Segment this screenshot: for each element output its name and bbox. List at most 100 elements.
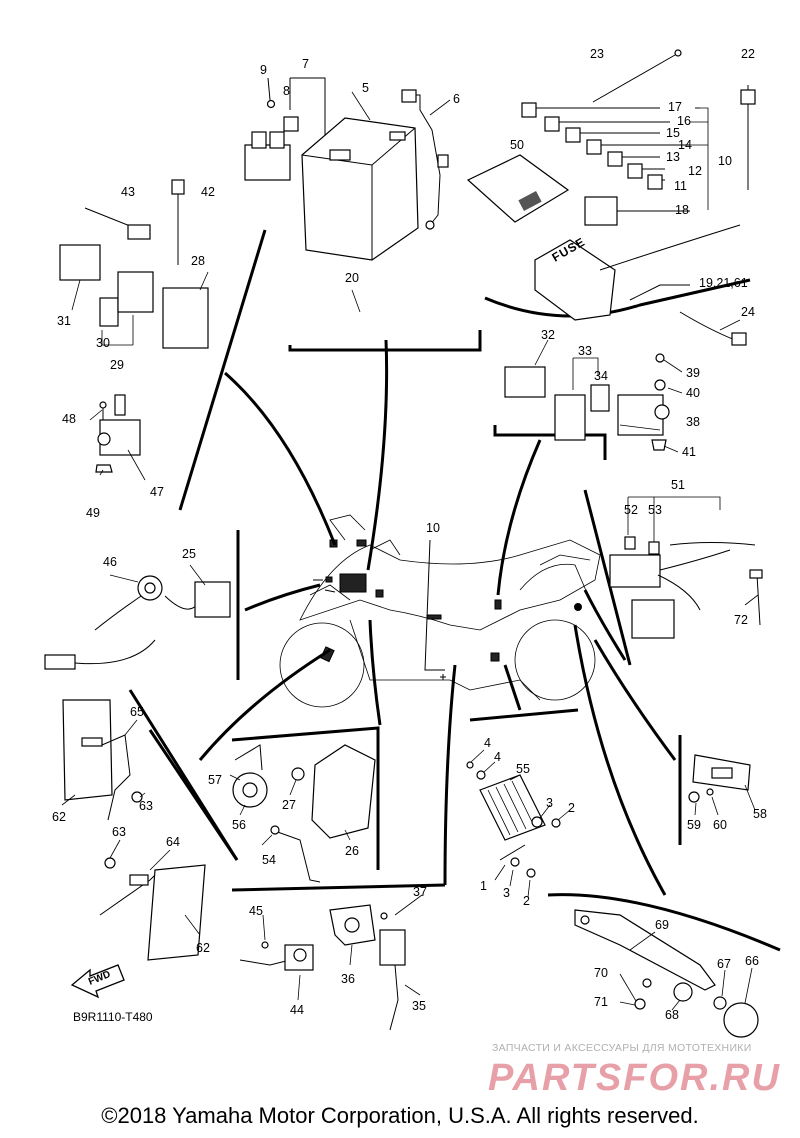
- callout-2-lower: 2: [523, 894, 530, 908]
- callout-17: 17: [668, 100, 682, 114]
- callout-12: 12: [688, 164, 702, 178]
- callout-40: 40: [686, 386, 700, 400]
- callout-70: 70: [594, 966, 608, 980]
- callout-42: 42: [201, 185, 215, 199]
- callout-56: 56: [232, 818, 246, 832]
- callout-69: 69: [655, 918, 669, 932]
- fuse-group: [466, 49, 756, 346]
- watermark-logo: PARTSFOR.RU: [488, 1057, 781, 1098]
- right-mid-group: [504, 353, 670, 451]
- callout-4-lower: 4: [494, 750, 501, 764]
- fwd-arrow: FWD: [70, 964, 125, 999]
- bottom-sensor-group: [239, 904, 406, 1031]
- callout-64: 64: [166, 835, 180, 849]
- callout-71: 71: [594, 995, 608, 1009]
- callout-52: 52: [624, 503, 638, 517]
- callout-39: 39: [686, 366, 700, 380]
- callout-45: 45: [249, 904, 263, 918]
- callout-23: 23: [590, 47, 604, 61]
- callout-25: 25: [182, 547, 196, 561]
- callout-66: 66: [745, 954, 759, 968]
- callout-62-lower: 62: [196, 941, 210, 955]
- callout-26: 26: [345, 844, 359, 858]
- battery: [301, 89, 449, 261]
- callout-29: 29: [110, 358, 124, 372]
- callout-6: 6: [453, 92, 460, 106]
- callout-28: 28: [191, 254, 205, 268]
- harness-group: [609, 496, 763, 639]
- callout-50: 50: [510, 138, 524, 152]
- callout-4-upper: 4: [484, 736, 491, 750]
- callout-49: 49: [86, 506, 100, 520]
- callout-11: 11: [674, 179, 687, 193]
- leader-lines: [61, 91, 759, 1011]
- callout-58: 58: [753, 807, 767, 821]
- callout-30: 30: [96, 336, 110, 350]
- callout-47: 47: [150, 485, 164, 499]
- callout-60: 60: [713, 818, 727, 832]
- callout-55: 55: [516, 762, 530, 776]
- callout-53: 53: [648, 503, 662, 517]
- callout-8: 8: [283, 84, 290, 98]
- callout-labels: 9 7 8 5 6 23 22 17 16 15 14 13 10 12 11 …: [52, 47, 767, 1022]
- watermark-logo-text: PARTSFOR.RU: [488, 1057, 781, 1098]
- callout-10-center: 10: [426, 521, 440, 535]
- callout-63-upper: 63: [139, 799, 153, 813]
- callout-35: 35: [412, 999, 426, 1013]
- callout-24: 24: [741, 305, 755, 319]
- callout-44: 44: [290, 1003, 304, 1017]
- callout-20: 20: [345, 271, 359, 285]
- callout-59: 59: [687, 818, 701, 832]
- callout-67: 67: [717, 957, 731, 971]
- callout-33: 33: [578, 344, 592, 358]
- callout-13: 13: [666, 150, 680, 164]
- callout-68: 68: [665, 1008, 679, 1022]
- callout-38: 38: [686, 415, 700, 429]
- callout-31: 31: [57, 314, 71, 328]
- bracket-group: [574, 909, 759, 1038]
- callout-43: 43: [121, 185, 135, 199]
- left-reflector-group: [62, 699, 206, 961]
- callout-1: 1: [480, 879, 487, 893]
- callout-32: 32: [541, 328, 555, 342]
- pointer-lines: [148, 339, 677, 896]
- starter-relay-group: [244, 77, 326, 181]
- callout-27: 27: [282, 798, 296, 812]
- callout-3-lower: 3: [503, 886, 510, 900]
- group-brackets: [128, 229, 781, 952]
- callout-3-upper: 3: [546, 796, 553, 810]
- callout-37: 37: [413, 885, 427, 899]
- callout-72: 72: [734, 613, 748, 627]
- watermark-tagline: ЗАПЧАСТИ И АКСЕССУАРЫ ДЛЯ МОТОТЕХНИКИ: [492, 1042, 752, 1054]
- callout-10-top: 10: [718, 154, 732, 168]
- diagram-code: B9R1110-T480: [73, 1010, 153, 1024]
- callout-14: 14: [678, 138, 692, 152]
- callout-46: 46: [103, 555, 117, 569]
- callout-48: 48: [62, 412, 76, 426]
- callout-57: 57: [208, 773, 222, 787]
- motorcycle-outline: [279, 514, 601, 708]
- license-light-group: [688, 754, 751, 803]
- callout-16: 16: [677, 114, 691, 128]
- callout-34: 34: [594, 369, 608, 383]
- callout-2-upper: 2: [568, 801, 575, 815]
- callout-9: 9: [260, 63, 267, 77]
- copyright-footer: ©2018 Yamaha Motor Corporation, U.S.A. A…: [101, 1103, 699, 1128]
- rectifier-group: [466, 761, 561, 878]
- left-relay-group: [59, 179, 209, 349]
- callout-62-upper: 62: [52, 810, 66, 824]
- callout-54: 54: [262, 853, 276, 867]
- callout-7: 7: [302, 57, 309, 71]
- callout-41: 41: [682, 445, 696, 459]
- callout-18: 18: [675, 203, 689, 217]
- callout-19-21-61: 19,21,61: [699, 276, 748, 290]
- callout-51: 51: [671, 478, 685, 492]
- left-sensor-group: [95, 394, 141, 473]
- callout-36: 36: [341, 972, 355, 986]
- callout-22: 22: [741, 47, 755, 61]
- callout-63-lower: 63: [112, 825, 126, 839]
- callout-5: 5: [362, 81, 369, 95]
- left-mid-group: [44, 575, 231, 670]
- callout-15: 15: [666, 126, 680, 140]
